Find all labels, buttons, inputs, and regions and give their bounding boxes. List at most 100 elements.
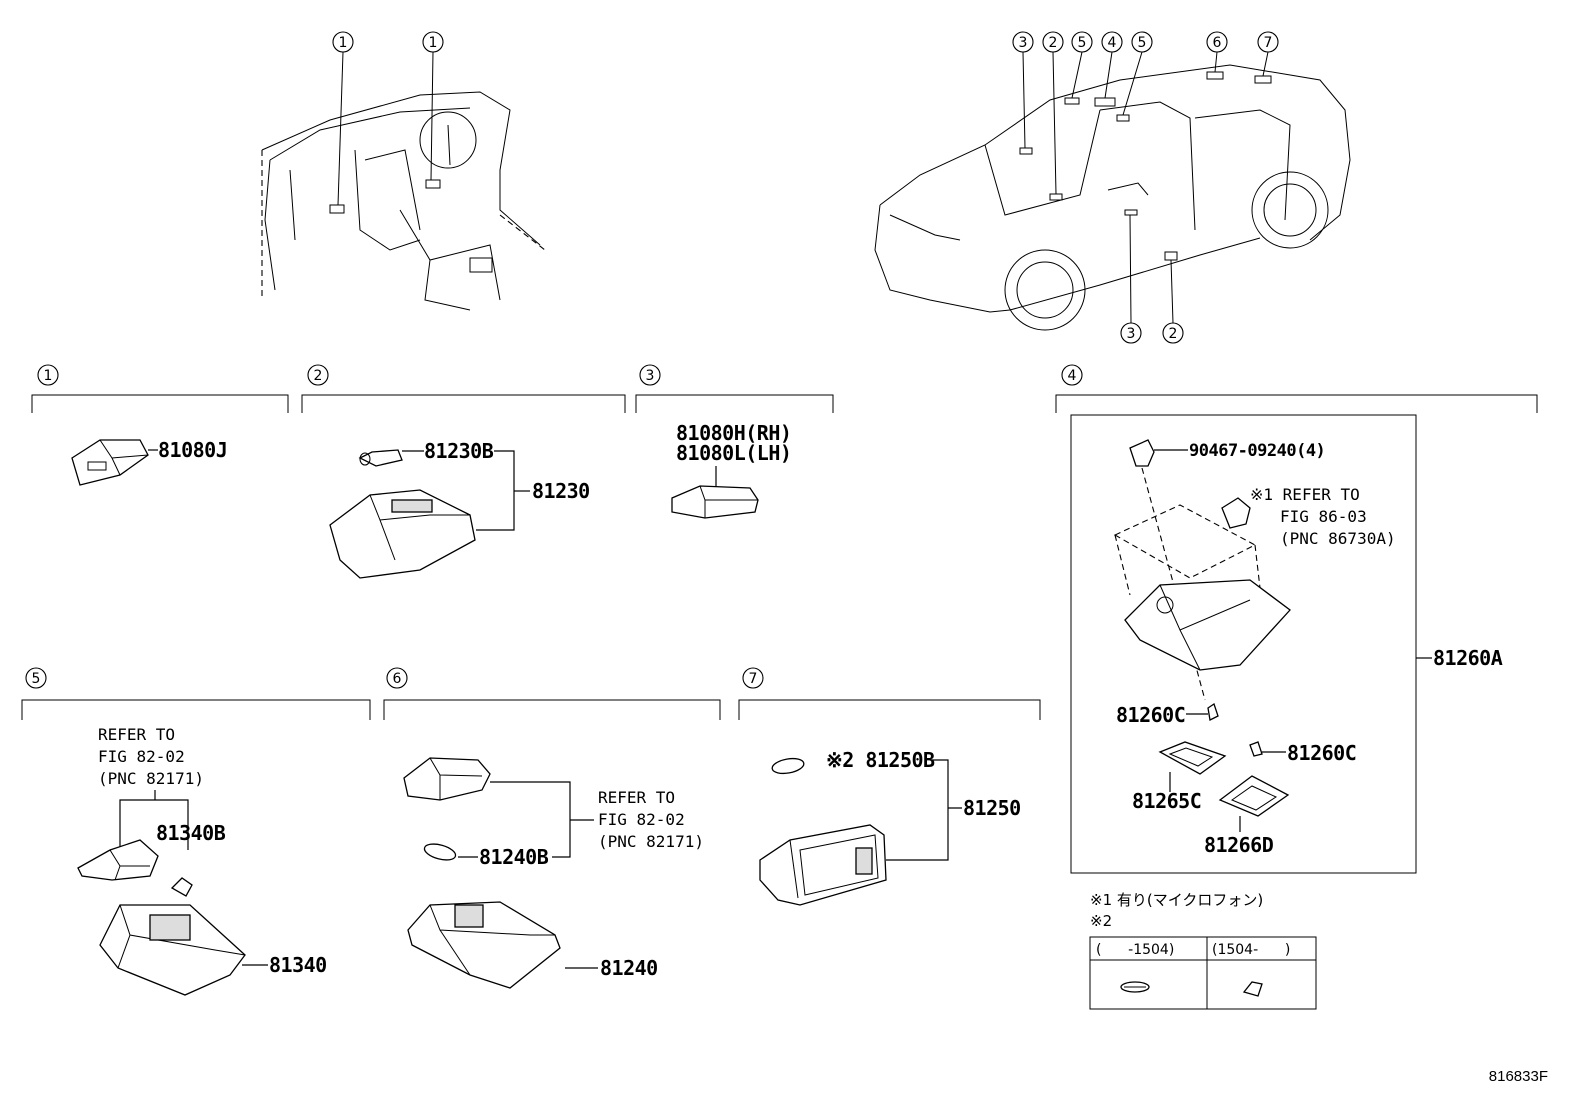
svg-text:1: 1 bbox=[44, 368, 53, 384]
part-81265C[interactable]: 81265C bbox=[1132, 789, 1202, 813]
section-4-frame bbox=[1070, 414, 1417, 874]
vehicle-illustration bbox=[874, 64, 1351, 331]
callout-1a: 1 bbox=[332, 31, 354, 53]
section-7: 7 ※2 81250B 81250 bbox=[738, 667, 1041, 906]
section-7-callout bbox=[742, 667, 764, 689]
notes: ※1 有り(マイクロフォン) ※2 ( -1504) (1504- ) bbox=[1089, 891, 1317, 1010]
dashboard-illustration bbox=[261, 91, 546, 311]
bulb-type-a-icon bbox=[1120, 981, 1150, 993]
callout-7-top: 7 bbox=[1257, 31, 1279, 53]
callout-1b: 1 bbox=[422, 31, 444, 53]
part-81260C-a[interactable]: 81260C bbox=[1116, 703, 1186, 727]
callout-6-top: 6 bbox=[1206, 31, 1228, 53]
lamp-81250-part bbox=[759, 824, 887, 906]
microphone-part bbox=[1221, 497, 1251, 529]
bulb-81260C-right bbox=[1249, 741, 1263, 757]
note-2: ※2 bbox=[1090, 912, 1112, 930]
figure-id: 816833F bbox=[1488, 1068, 1548, 1085]
svg-text:1: 1 bbox=[429, 35, 438, 51]
svg-text:(PNC 82171): (PNC 82171) bbox=[98, 769, 204, 788]
svg-text:FIG 82-02: FIG 82-02 bbox=[98, 747, 185, 766]
svg-text:FIG 86-03: FIG 86-03 bbox=[1280, 507, 1367, 526]
section-5-callout bbox=[25, 667, 47, 689]
svg-text:REFER TO: REFER TO bbox=[98, 725, 175, 744]
part-81266D[interactable]: 81266D bbox=[1204, 833, 1274, 857]
part-81340[interactable]: 81340 bbox=[269, 953, 327, 977]
bulb-81260C-left bbox=[1207, 702, 1219, 721]
bulb-81240B-part bbox=[423, 843, 457, 861]
part-81340B[interactable]: 81340B bbox=[156, 821, 226, 845]
clip-90467-part bbox=[1129, 439, 1155, 467]
connector-82171-section6-part bbox=[403, 757, 491, 801]
callout-5-top-a: 5 bbox=[1071, 31, 1093, 53]
part-81250B[interactable]: ※2 81250B bbox=[826, 748, 936, 772]
lamp-81230-part bbox=[329, 489, 476, 579]
bulb-81340B-part bbox=[170, 877, 193, 897]
callout-3-top: 3 bbox=[1012, 31, 1034, 53]
section-2: 2 81230B 81230 bbox=[301, 364, 626, 579]
part-81260C-b[interactable]: 81260C bbox=[1287, 741, 1357, 765]
note-1: ※1 有り(マイクロフォン) bbox=[1090, 891, 1263, 909]
lens-81265C-part bbox=[1158, 741, 1227, 775]
svg-text:2: 2 bbox=[1169, 326, 1178, 342]
part-81250[interactable]: 81250 bbox=[963, 796, 1021, 820]
note-col-2: (1504- ) bbox=[1212, 942, 1290, 958]
callout-5-top-b: 5 bbox=[1131, 31, 1153, 53]
svg-text:3: 3 bbox=[646, 368, 655, 384]
section-4: 4 90467-09240(4) ※1 REFER TO FIG 86-03 (… bbox=[1055, 364, 1538, 874]
svg-text:REFER TO: REFER TO bbox=[598, 788, 675, 807]
part-81240[interactable]: 81240 bbox=[600, 956, 658, 980]
svg-text:7: 7 bbox=[1264, 35, 1273, 51]
callout-2-bottom: 2 bbox=[1162, 322, 1184, 344]
callout-4-top: 4 bbox=[1101, 31, 1123, 53]
svg-text:5: 5 bbox=[1138, 35, 1147, 51]
svg-text:※1 REFER TO: ※1 REFER TO bbox=[1250, 485, 1360, 504]
callout-2-top: 2 bbox=[1042, 31, 1064, 53]
section-1: 1 81080J bbox=[31, 364, 289, 486]
svg-text:4: 4 bbox=[1068, 368, 1077, 384]
svg-text:1: 1 bbox=[339, 35, 348, 51]
svg-text:(PNC 82171): (PNC 82171) bbox=[598, 832, 704, 851]
section-6-callout bbox=[386, 667, 408, 689]
note-col-1: ( -1504) bbox=[1096, 942, 1174, 958]
svg-text:3: 3 bbox=[1019, 35, 1028, 51]
section-1-callout bbox=[37, 364, 59, 386]
part-90467-09240[interactable]: 90467-09240(4) bbox=[1189, 441, 1326, 461]
part-81080H-RH[interactable]: 81080H(RH) bbox=[676, 421, 792, 445]
part-81230[interactable]: 81230 bbox=[532, 479, 590, 503]
bulb-81250B-part bbox=[771, 757, 805, 775]
callout-3-bottom: 3 bbox=[1120, 322, 1142, 344]
svg-text:3: 3 bbox=[1127, 326, 1136, 342]
part-81240B[interactable]: 81240B bbox=[479, 845, 549, 869]
section-3-callout bbox=[639, 364, 661, 386]
svg-text:FIG 82-02: FIG 82-02 bbox=[598, 810, 685, 829]
section-6: 6 REFER TO FIG 82-02 (PNC 82171) 81240B … bbox=[383, 667, 721, 989]
bulb-type-b-icon bbox=[1242, 981, 1263, 997]
part-81260A[interactable]: 81260A bbox=[1433, 646, 1503, 670]
svg-text:2: 2 bbox=[314, 368, 323, 384]
svg-text:2: 2 bbox=[1049, 35, 1058, 51]
svg-text:7: 7 bbox=[749, 671, 758, 687]
section-4-callout bbox=[1061, 364, 1083, 386]
bulb-81230B-part bbox=[358, 449, 403, 467]
lamp-81240-part bbox=[407, 901, 561, 989]
note-table bbox=[1089, 936, 1317, 1010]
part-81080L-LH[interactable]: 81080L(LH) bbox=[676, 441, 792, 465]
svg-text:(PNC 86730A): (PNC 86730A) bbox=[1280, 529, 1396, 548]
part-81080J[interactable]: 81080J bbox=[158, 438, 228, 462]
section-5: 5 REFER TO FIG 82-02 (PNC 82171) 81340B … bbox=[21, 667, 371, 996]
svg-text:5: 5 bbox=[32, 671, 41, 687]
part-81230B[interactable]: 81230B bbox=[424, 439, 494, 463]
connector-81080J-part bbox=[71, 439, 149, 486]
section-2-callout bbox=[307, 364, 329, 386]
svg-text:5: 5 bbox=[1078, 35, 1087, 51]
lamp-81340-part bbox=[99, 904, 246, 996]
connector-81080H-part bbox=[671, 485, 759, 519]
map-lamp-81260A-part bbox=[1124, 579, 1291, 671]
svg-text:6: 6 bbox=[393, 671, 402, 687]
svg-text:4: 4 bbox=[1108, 35, 1117, 51]
section-3: 3 81080H(RH) 81080L(LH) bbox=[635, 364, 834, 519]
lens-81266D-part bbox=[1218, 775, 1290, 817]
connector-82171-part bbox=[77, 839, 159, 881]
